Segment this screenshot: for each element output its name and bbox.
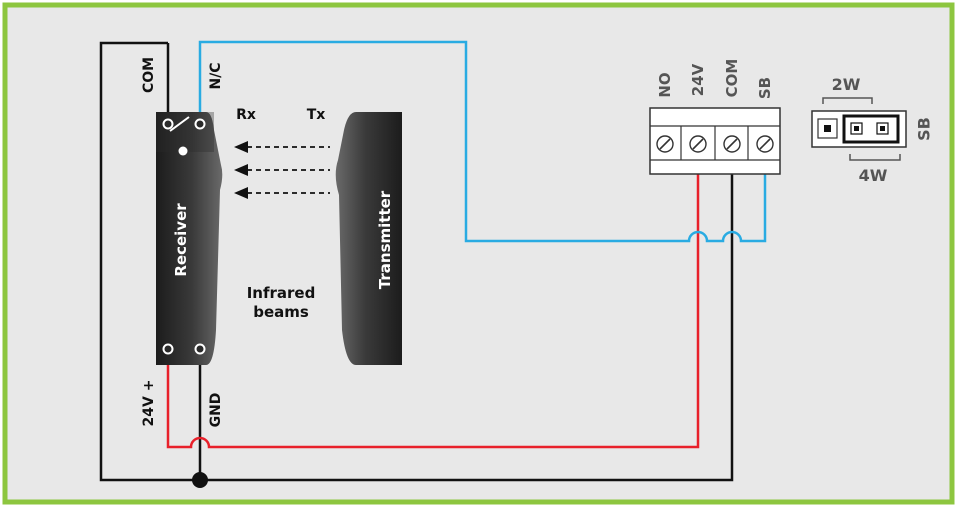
terminal-block: NO 24V COM SB (649, 59, 781, 175)
receiver-unit: Receiver (156, 112, 223, 365)
transmitter-unit: Transmitter (335, 112, 402, 365)
infrared-label-line2: beams (253, 303, 309, 321)
power-plus-label: 24V + (141, 380, 157, 427)
receiver-label: Receiver (172, 203, 190, 277)
no-terminal (178, 146, 188, 156)
com-label: COM (141, 57, 157, 93)
black-wires (99, 41, 734, 482)
terminal-label-sb: SB (756, 77, 774, 99)
power-plus-terminal (162, 343, 174, 355)
jumper-label-sb: SB (915, 117, 934, 141)
jumper-label-4w: 4W (859, 166, 888, 185)
infrared-beam-arrows (234, 141, 330, 199)
tx-label: Tx (307, 107, 326, 123)
terminal-label-com: COM (723, 59, 741, 98)
jumper-label-2w: 2W (832, 75, 861, 94)
infrared-label-line1: Infrared (247, 284, 316, 302)
relay-switch-arm (169, 116, 190, 132)
transmitter-label: Transmitter (376, 190, 394, 289)
gnd-label: GND (208, 393, 224, 428)
nc-terminal (194, 118, 206, 130)
jumper-selector: 2W 4W SB (811, 75, 934, 185)
terminal-label-24v: 24V (689, 63, 707, 96)
gnd-terminal (194, 343, 206, 355)
terminal-label-no: NO (656, 72, 674, 97)
ground-junction-dot (192, 472, 208, 488)
red-wire-24v (166, 147, 700, 449)
blue-wire-nc (198, 40, 767, 243)
com-terminal (162, 118, 174, 130)
nc-label: N/C (208, 62, 224, 89)
rx-label: Rx (236, 107, 256, 123)
